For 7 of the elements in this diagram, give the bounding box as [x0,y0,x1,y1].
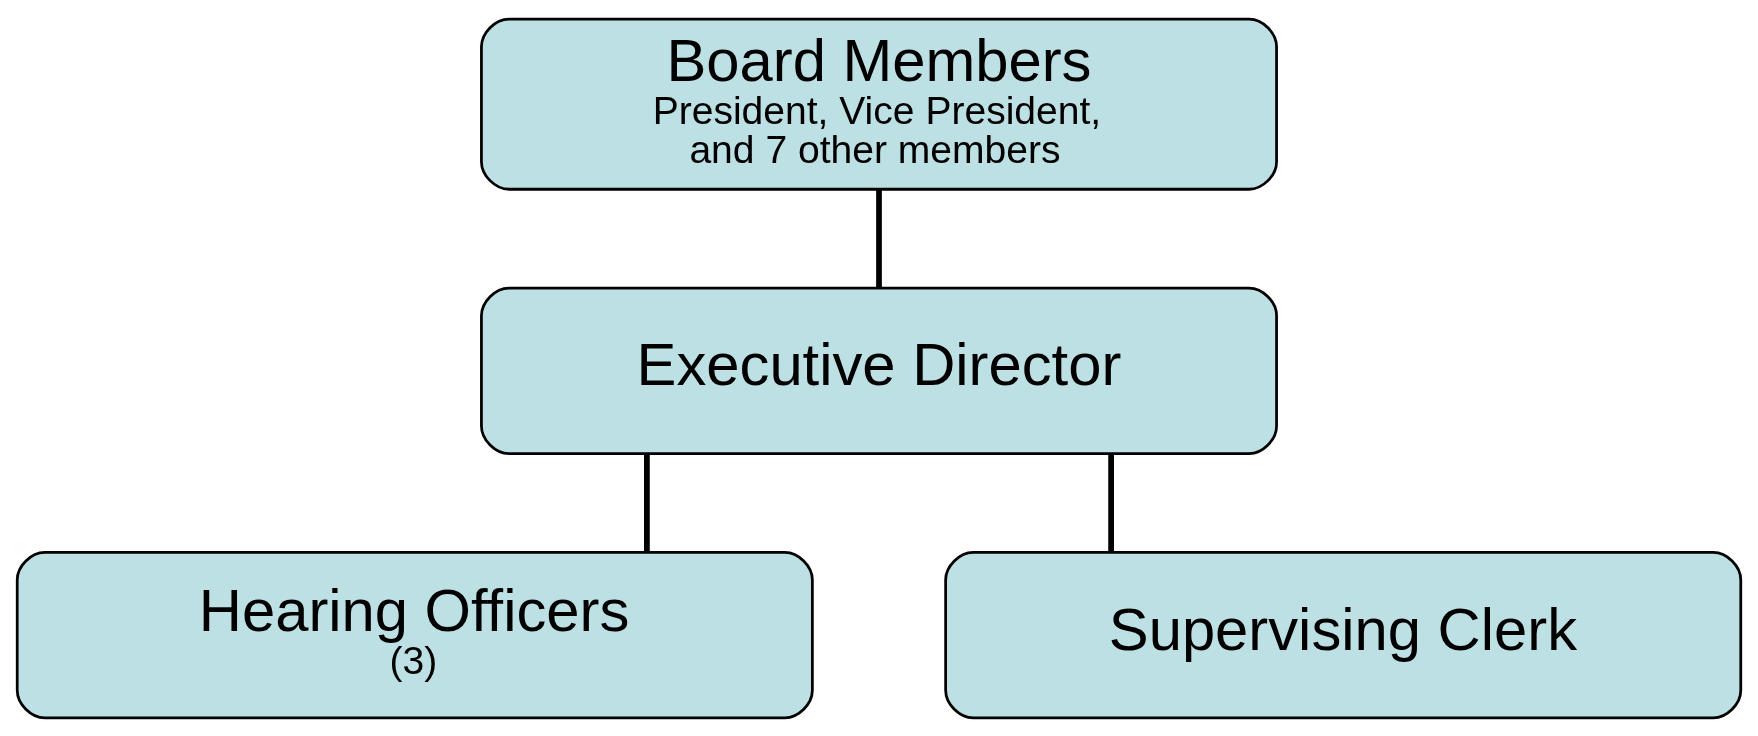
connector [1108,453,1114,552]
node-box: Supervising Clerk [944,550,1743,719]
node-box: Hearing Officers (3) [15,550,814,719]
node-box: Board Members President, Vice President, and 7 other members [480,17,1278,191]
connector [644,453,650,552]
node-box: Executive Director [480,286,1278,455]
connector [876,188,882,287]
